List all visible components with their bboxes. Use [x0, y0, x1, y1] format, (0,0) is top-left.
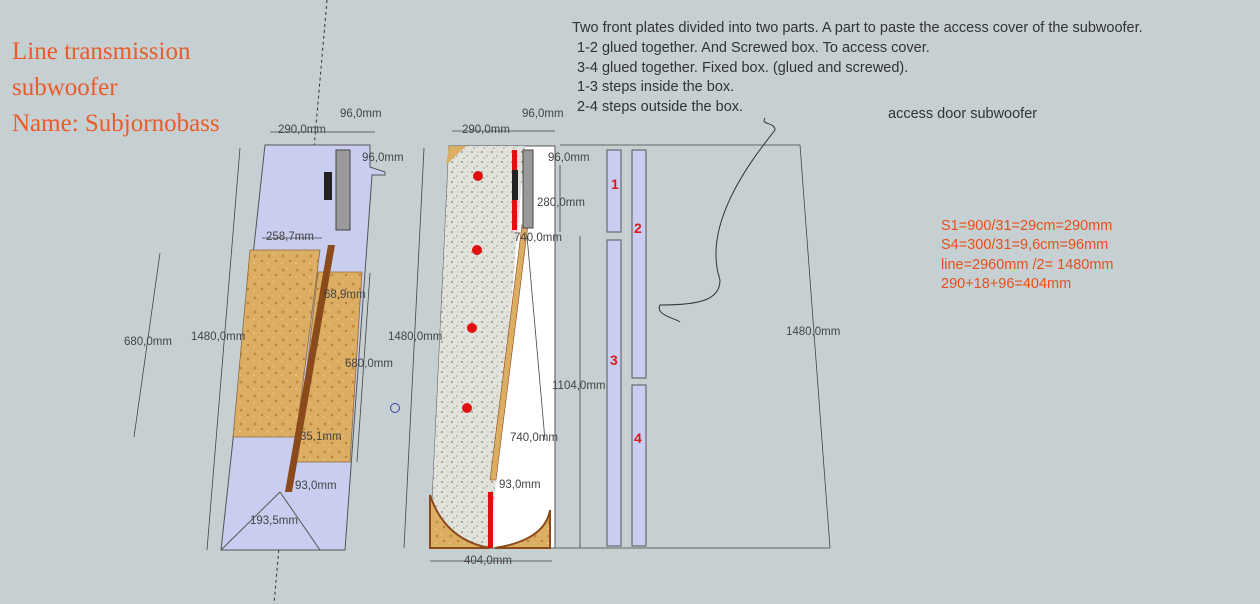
dim-mid-width: 290,0mm [462, 124, 510, 136]
panel-strips [606, 149, 647, 547]
marker-dot-2 [472, 245, 482, 255]
dim-line-left-1480 [206, 147, 241, 551]
dim-left-68: 68,9mm [324, 289, 366, 301]
dim-left-top-right: 96,0mm [340, 108, 382, 120]
middle-driver-body [522, 149, 534, 229]
dim-line-left-680-inner [356, 272, 371, 463]
dim-left-side-96: 96,0mm [362, 152, 404, 164]
dim-left-680-inner: 680,0mm [345, 358, 393, 370]
marker-dot-1 [473, 171, 483, 181]
dim-mid-side-96: 96,0mm [548, 152, 590, 164]
access-door-label: access door subwoofer [888, 106, 1038, 122]
left-corner-line-a [220, 491, 281, 551]
left-driver-body [335, 149, 351, 231]
panel-number-4: 4 [634, 430, 642, 446]
dim-left-35: 35,1mm [300, 431, 342, 443]
note-line-5: 2-4 steps outside the box. [577, 99, 744, 115]
dim-line-left-680 [133, 252, 161, 438]
note-line-3: 3-4 glued together. Fixed box. (glued an… [577, 60, 909, 76]
panel-strip-1 [606, 149, 622, 233]
dim-left-680-outer: 680,0mm [124, 336, 172, 348]
middle-box-drawing [403, 130, 581, 562]
note-line-1: Two front plates divided into two parts.… [572, 20, 1143, 36]
title-line-3: Name: Subjornobass [12, 110, 220, 137]
formula-line-3: line=2960mm /2= 1480mm [941, 257, 1114, 273]
dim-left-1480: 1480,0mm [191, 331, 246, 343]
panel-strip-3 [606, 239, 622, 547]
dim-left-width: 290,0mm [278, 124, 326, 136]
dim-mid-740-bottom: 740,0mm [510, 432, 558, 444]
access-door-arrow [658, 117, 776, 323]
dim-line-right-1480 [799, 144, 831, 549]
middle-driver-magnet [512, 170, 518, 200]
marker-dot-3 [467, 323, 477, 333]
middle-foam-fill [430, 146, 525, 548]
dim-left-258: 258,7mm [266, 231, 314, 243]
title-line-1: Line transmission [12, 38, 191, 65]
middle-red-strip-bottom [488, 492, 493, 548]
left-osb-panel-b [295, 271, 363, 463]
left-corner-line-b [279, 491, 321, 551]
dim-mid-1480: 1480,0mm [388, 331, 443, 343]
dim-mid-404: 404,0mm [464, 555, 512, 567]
panel-strip-4 [631, 384, 647, 547]
dim-mid-top-right: 96,0mm [522, 108, 564, 120]
title-line-2: subwoofer [12, 74, 118, 101]
dim-left-93: 93,0mm [295, 480, 337, 492]
note-line-2: 1-2 glued together. And Screwed box. To … [577, 40, 930, 56]
dim-mid-93: 93,0mm [499, 479, 541, 491]
formula-line-4: 290+18+96=404mm [941, 276, 1072, 292]
panel-strip-2 [631, 149, 647, 379]
panel-number-3: 3 [610, 352, 618, 368]
point-marker-circle [390, 403, 400, 413]
left-divider-board [285, 245, 335, 492]
left-box-drawing [133, 131, 386, 551]
formula-line-2: S4=300/31=9,6cm=96mm [941, 237, 1109, 253]
formula-line-1: S1=900/31=29cm=290mm [941, 218, 1113, 234]
note-line-4: 1-3 steps inside the box. [577, 79, 735, 95]
dim-right-1480: 1480,0mm [786, 326, 841, 338]
middle-corner-osb [446, 146, 466, 165]
dim-mid-280: 280,0mm [537, 197, 585, 209]
dim-left-193: 193,5mm [250, 515, 298, 527]
dim-line-mid-740 [526, 235, 546, 441]
panel-number-1: 1 [611, 176, 619, 192]
dim-line-mid-1480 [403, 147, 425, 549]
panel-number-2: 2 [634, 220, 642, 236]
marker-dot-4 [462, 403, 472, 413]
dim-mid-1104: 1104,0mm [552, 380, 606, 392]
left-driver-magnet [324, 172, 332, 200]
dim-mid-740-top: 740,0mm [514, 232, 562, 244]
middle-bottom-curve-right [494, 509, 551, 549]
